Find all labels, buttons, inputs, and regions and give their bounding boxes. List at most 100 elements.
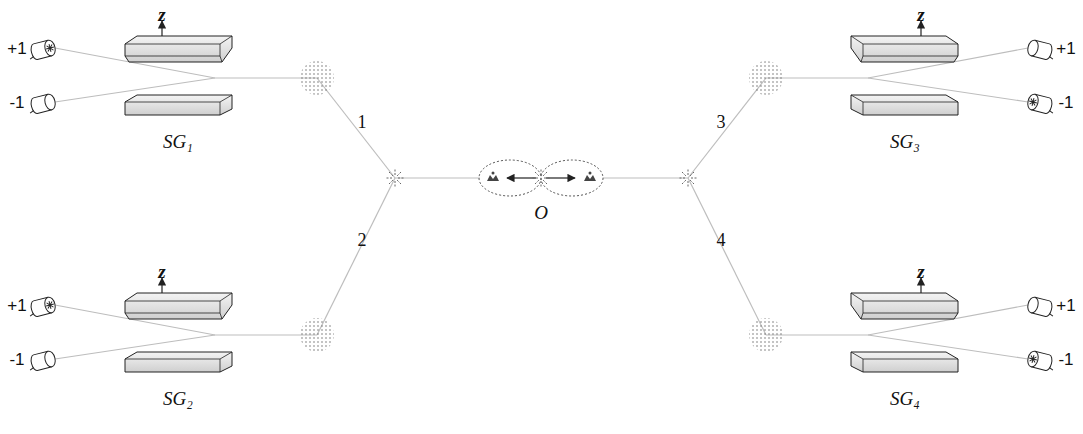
beam-splitter-part: [535, 172, 539, 176]
stern-gerlach-magnet: [125, 21, 232, 115]
beam-path: [603, 177, 688, 178]
beam-splitter-part: [688, 169, 689, 175]
beam-splitter-part: [397, 180, 401, 184]
beam-path-part: [688, 178, 766, 335]
stern-gerlach-magnet-part: [125, 352, 232, 372]
detector-hit-star-part: [1030, 356, 1037, 363]
stern-gerlach-magnet-part: [125, 95, 232, 115]
stern-gerlach-magnet-part: [851, 36, 958, 62]
stern-gerlach-magnet-part: [851, 293, 958, 319]
stern-gerlach-magnet-part: [851, 293, 958, 319]
particle-spot: [749, 61, 783, 95]
stern-gerlach-magnet-part: [851, 352, 958, 372]
beam-splitter-part: [395, 181, 396, 187]
stern-gerlach-magnet: [851, 21, 958, 115]
beam-path: [688, 48, 1028, 178]
detector: [27, 39, 57, 61]
beam-splitter-part: [398, 178, 404, 179]
particle-part: [487, 175, 499, 181]
stern-gerlach-magnet-part: [125, 95, 232, 115]
beam-number: 4: [717, 231, 726, 249]
stern-gerlach-magnet: [125, 278, 232, 372]
particle-part: [589, 172, 592, 175]
emission-lobe: [479, 160, 541, 196]
detector-part: [43, 93, 57, 111]
beam-path: [55, 48, 395, 178]
detector-hit-star-part: [47, 302, 54, 309]
beam-number: 2: [358, 231, 367, 249]
stern-gerlach-magnet-part: [125, 352, 232, 372]
detector-value: -1: [9, 351, 24, 368]
beam-splitter: [532, 169, 550, 187]
detector: [27, 93, 57, 115]
beam-splitter-part: [682, 180, 686, 184]
stern-gerlach-magnet: [851, 278, 958, 372]
stern-gerlach-magnet-part: [125, 293, 232, 319]
particle: [584, 172, 596, 182]
stern-gerlach-magnet-part: [125, 293, 232, 319]
beam-splitter-part: [395, 169, 396, 175]
particle-part: [492, 172, 495, 175]
emission-arrow: [546, 177, 575, 178]
detector-hit-star-part: [1030, 99, 1037, 106]
detector-hit-star: [45, 43, 55, 53]
left-apparatus: [27, 21, 480, 372]
beam-splitter: [386, 169, 404, 187]
beam-splitter-part: [389, 172, 393, 176]
detector-hit-star-part: [47, 302, 54, 309]
detector: [27, 296, 57, 318]
detector-value: -1: [9, 94, 24, 111]
magnet-name: SG₂: [163, 389, 193, 408]
detector-value: -1: [1058, 351, 1073, 368]
beam-splitter-part: [541, 181, 542, 187]
beam-path-part: [317, 78, 395, 178]
stern-gerlach-magnet-part: [125, 36, 232, 62]
detector: [1026, 93, 1056, 115]
stern-gerlach-magnet-part: [851, 95, 958, 115]
beam-splitter-part: [679, 178, 685, 179]
detector-hit-star: [1028, 354, 1038, 364]
detector-part: [43, 296, 57, 314]
particle-part: [584, 175, 596, 181]
detector-hit-star-part: [47, 45, 54, 52]
particle-spot: [300, 61, 334, 95]
stern-gerlach-magnet-part: [851, 352, 958, 372]
axis-label: z: [158, 262, 165, 281]
detector-value: +1: [1056, 40, 1075, 57]
beam-path: [55, 178, 395, 359]
axis-label: z: [917, 5, 924, 24]
beam-path-part: [317, 178, 395, 335]
beam-splitter-part: [543, 172, 547, 176]
axis-label: z: [158, 5, 165, 24]
beam-splitter-part: [690, 172, 694, 176]
detector-part: [1026, 296, 1040, 314]
detector-part: [1026, 93, 1040, 111]
particle-spot: [300, 318, 334, 352]
detector-part: [1026, 39, 1040, 57]
detector-value: -1: [1058, 94, 1073, 111]
beam-splitter-part: [535, 180, 539, 184]
beam-splitter-part: [682, 172, 686, 176]
beam-path: [395, 177, 480, 178]
detector: [27, 350, 57, 372]
axis-label: z: [917, 262, 924, 281]
beam-splitter-part: [532, 178, 538, 179]
stern-gerlach-magnet-part: [851, 36, 958, 62]
detector: [1026, 39, 1056, 61]
beam-splitter-part: [690, 180, 694, 184]
beam-splitter-part: [543, 180, 547, 184]
beam-path: [688, 178, 1028, 359]
detector-part: [1026, 350, 1040, 368]
detector-part: [43, 350, 57, 368]
detector-hit-star: [1028, 97, 1038, 107]
detector-value: +1: [1056, 297, 1075, 314]
beam-splitter-part: [691, 178, 697, 179]
magnet-name: SG₃: [890, 132, 920, 151]
detector-hit-star-part: [47, 45, 54, 52]
beam-splitter-part: [389, 180, 393, 184]
beam-splitter: [679, 169, 697, 187]
beam-splitter-part: [544, 178, 550, 179]
beam-splitter-part: [688, 181, 689, 187]
beam-number: 1: [358, 113, 367, 131]
